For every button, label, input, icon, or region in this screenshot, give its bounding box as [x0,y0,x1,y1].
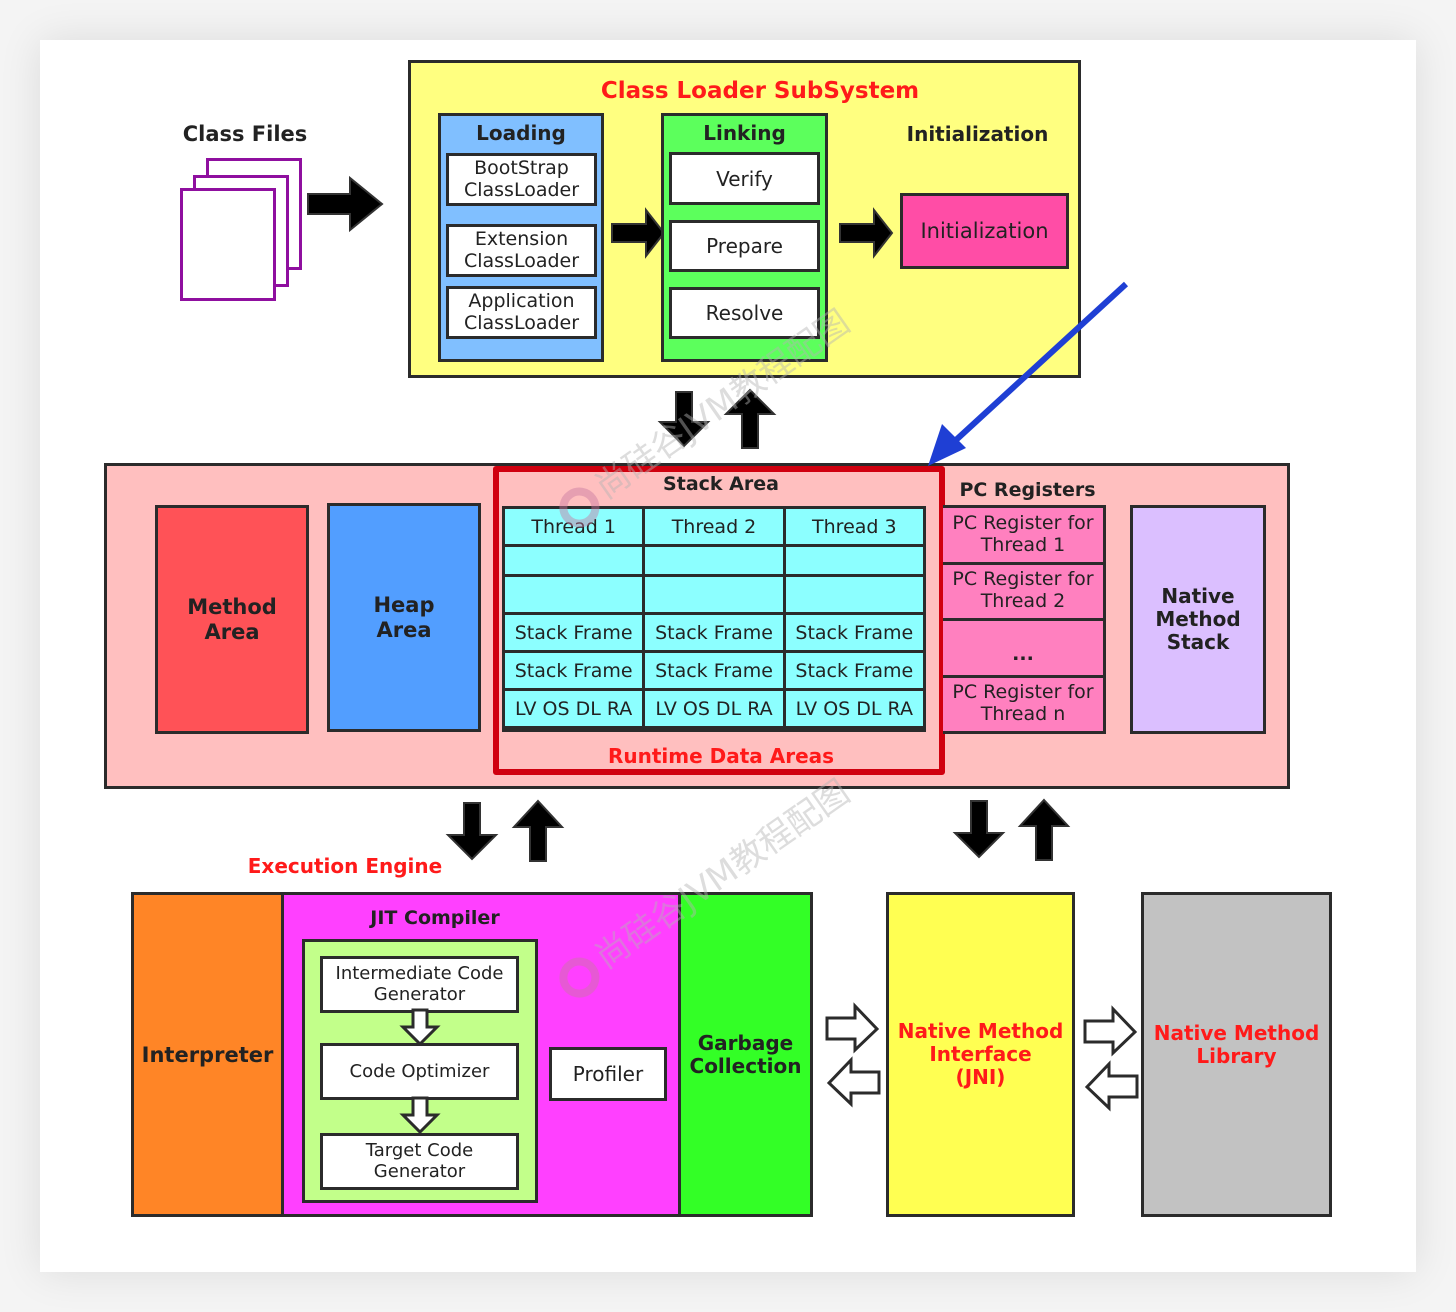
stack-empty-slot [505,547,643,574]
stack-frame: Stack Frame [645,653,783,688]
pc-register-ellipsis: ... [943,621,1103,675]
stack-frame: Stack Frame [785,615,923,650]
hollow-arrow-left-icon [826,1056,881,1108]
native-method-interface: Native Method Interface (JNI) [886,892,1075,1217]
stack-empty-slot [645,547,783,574]
extension-classloader: Extension ClassLoader [446,224,597,277]
initialization-box: Initialization [900,193,1069,269]
initialization-title: Initialization [906,122,1049,146]
arrow-right-icon [839,207,894,259]
bootstrap-classloader: BootStrap ClassLoader [446,153,597,206]
method-area: Method Area [155,505,309,734]
class-files-label: Class Files [182,122,308,146]
pc-registers-stack: PC Register for Thread 1 PC Register for… [943,505,1106,734]
garbage-collection: Garbage Collection [678,895,810,1214]
stack-thread-header: Thread 3 [785,509,923,544]
code-optimizer: Code Optimizer [320,1043,519,1100]
jit-compiler-title: JIT Compiler [370,907,500,929]
arrow-up-icon [723,388,777,449]
stack-frame: Stack Frame [505,615,643,650]
stack-area-title: Stack Area [663,473,779,495]
pc-register-thread-n: PC Register for Thread n [943,677,1103,731]
hollow-arrow-down-icon [399,1096,441,1135]
loading-title: Loading [476,121,566,145]
hollow-arrow-right-icon [1083,1005,1138,1057]
stack-frame-detail: LV OS DL RA [505,691,643,726]
stack-area-highlight [493,466,945,775]
stack-frame: Stack Frame [645,615,783,650]
pc-registers-title: PC Registers [959,479,1096,501]
hollow-arrow-right-icon [825,1002,880,1054]
arrow-up-icon [1017,798,1071,861]
pc-register-thread-2: PC Register for Thread 2 [943,564,1103,618]
native-method-library: Native Method Library [1141,892,1332,1217]
application-classloader: Application ClassLoader [446,286,597,339]
pc-register-thread-1: PC Register for Thread 1 [943,508,1103,562]
linking-title: Linking [703,121,786,145]
stack-thread-header: Thread 2 [645,509,783,544]
hollow-arrow-left-icon [1084,1060,1139,1112]
stack-empty-slot [785,577,923,612]
stack-empty-slot [785,547,923,574]
stack-thread-header: Thread 1 [505,509,643,544]
interpreter: Interpreter [134,895,284,1214]
stack-frame: Stack Frame [785,653,923,688]
class-loader-title: Class Loader SubSystem [600,78,920,104]
verify-step: Verify [669,152,820,205]
arrow-up-icon [511,799,565,862]
runtime-data-areas-title: Runtime Data Areas [607,744,835,768]
intermediate-code-generator: Intermediate Code Generator [320,956,519,1013]
heap-area: Heap Area [327,503,481,732]
target-code-generator: Target Code Generator [320,1133,519,1190]
stack-frame-detail: LV OS DL RA [785,691,923,726]
stack-empty-slot [505,577,643,612]
stack-frame-detail: LV OS DL RA [645,691,783,726]
arrow-right-icon [307,175,384,233]
arrow-right-icon [611,207,666,259]
profiler: Profiler [549,1047,667,1101]
arrow-down-icon [657,391,711,448]
resolve-step: Resolve [669,287,820,339]
prepare-step: Prepare [669,220,820,272]
arrow-down-icon [445,802,499,861]
stack-empty-slot [645,577,783,612]
hollow-arrow-down-icon [399,1008,441,1047]
arrow-down-icon [952,800,1006,859]
execution-engine-title: Execution Engine [247,854,443,878]
stack-frame: Stack Frame [505,653,643,688]
native-method-stack: Native Method Stack [1130,505,1266,734]
